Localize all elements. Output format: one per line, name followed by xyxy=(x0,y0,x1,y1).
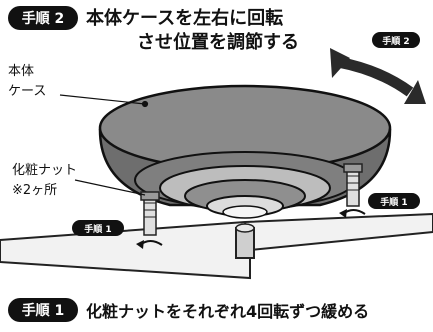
step1-callout-right: 手順 1 xyxy=(368,193,420,209)
case-label-line1: 本体 xyxy=(8,64,35,79)
nut-label-line1: 化粧ナット xyxy=(12,163,78,178)
case-rotate-arrow xyxy=(330,48,426,104)
leader-lines xyxy=(59,94,149,196)
case-label-line2: ケース xyxy=(8,84,47,99)
step2-callout-badge: 手順 2 xyxy=(372,32,420,48)
step1-badge: 手順 1 xyxy=(8,298,78,322)
step2-badge: 手順 2 xyxy=(8,6,78,30)
left-nut-bolt xyxy=(140,191,160,236)
nut-label-line2: ※2ヶ所 xyxy=(12,183,58,198)
nut-rotate-arrow-right xyxy=(339,209,366,218)
right-nut-bolt xyxy=(343,163,363,207)
step1-title: 化粧ナットをそれぞれ4回転ずつ緩める xyxy=(86,302,370,321)
nut-rotate-arrow-left xyxy=(136,240,163,249)
main-case xyxy=(98,84,392,219)
center-post xyxy=(235,223,255,259)
step2-title-line2: させ位置を調節する xyxy=(137,32,299,53)
step2-title-line1: 本体ケースを左右に回転 xyxy=(86,8,284,29)
step1-callout-left: 手順 1 xyxy=(72,220,124,236)
ceiling-plate xyxy=(0,212,433,280)
